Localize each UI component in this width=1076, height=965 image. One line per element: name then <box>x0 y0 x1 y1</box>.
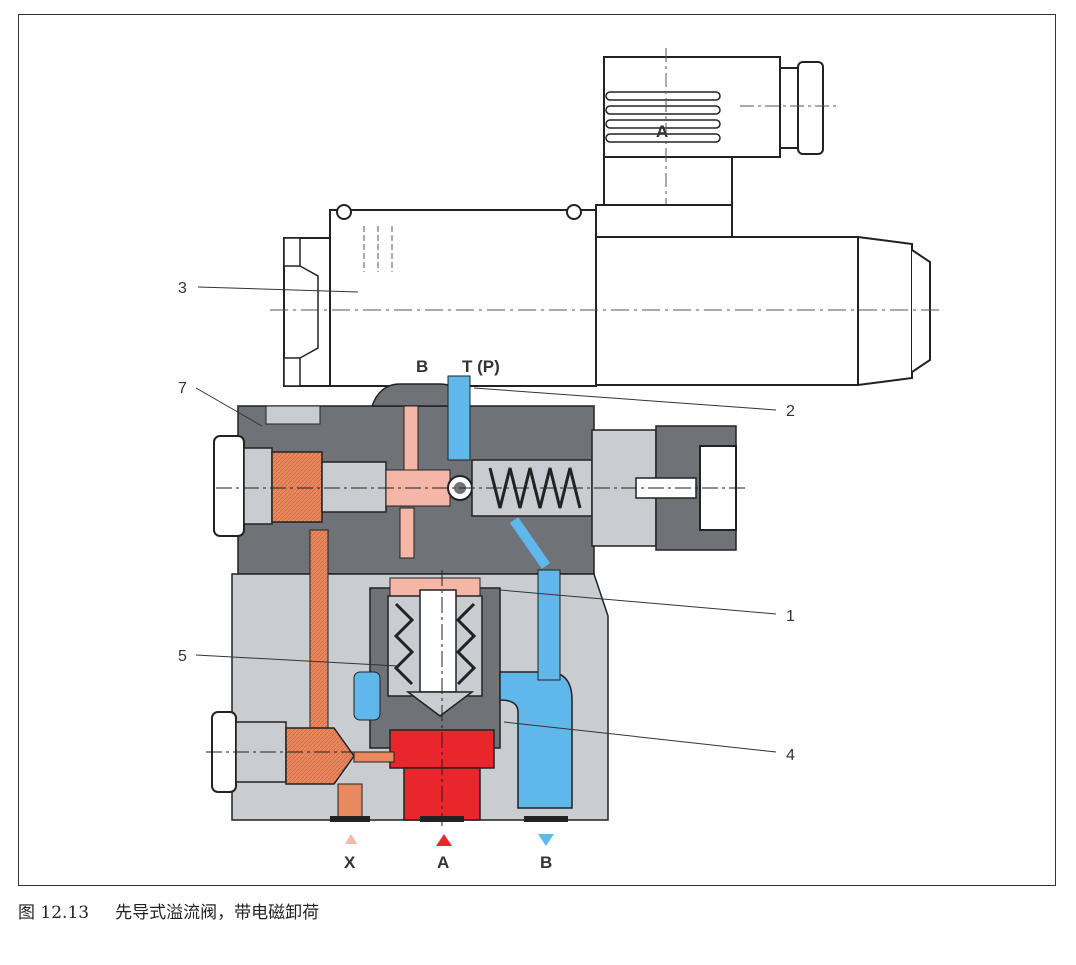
port-x-label: X <box>344 853 356 872</box>
pilot-valve-body <box>213 375 748 575</box>
callout-2: 2 <box>786 403 795 420</box>
top-port-t-label: T (P) <box>462 357 500 376</box>
port-a-arrow <box>436 834 452 846</box>
figure-caption: 图 12.13 先导式溢流阀，带电磁卸荷 <box>18 898 345 923</box>
callout-5: 5 <box>178 648 187 665</box>
top-port-b-label: B <box>416 357 428 376</box>
callout-7: 7 <box>178 380 187 397</box>
solenoid-body <box>270 204 944 387</box>
port-b-arrow <box>538 834 554 846</box>
callout-1: 1 <box>786 608 795 625</box>
solenoid-connector <box>603 48 840 244</box>
port-b-label: B <box>540 853 552 872</box>
port-x-arrow <box>345 834 357 844</box>
callout-4: 4 <box>786 747 795 764</box>
caption-number: 图 12.13 <box>18 903 90 923</box>
connector-port-a-label: A <box>656 122 668 141</box>
main-valve-body <box>206 529 609 826</box>
leader-lines <box>195 286 777 753</box>
callout-3: 3 <box>178 280 187 297</box>
caption-text: 先导式溢流阀，带电磁卸荷 <box>115 903 320 923</box>
port-a-label: A <box>437 853 449 872</box>
